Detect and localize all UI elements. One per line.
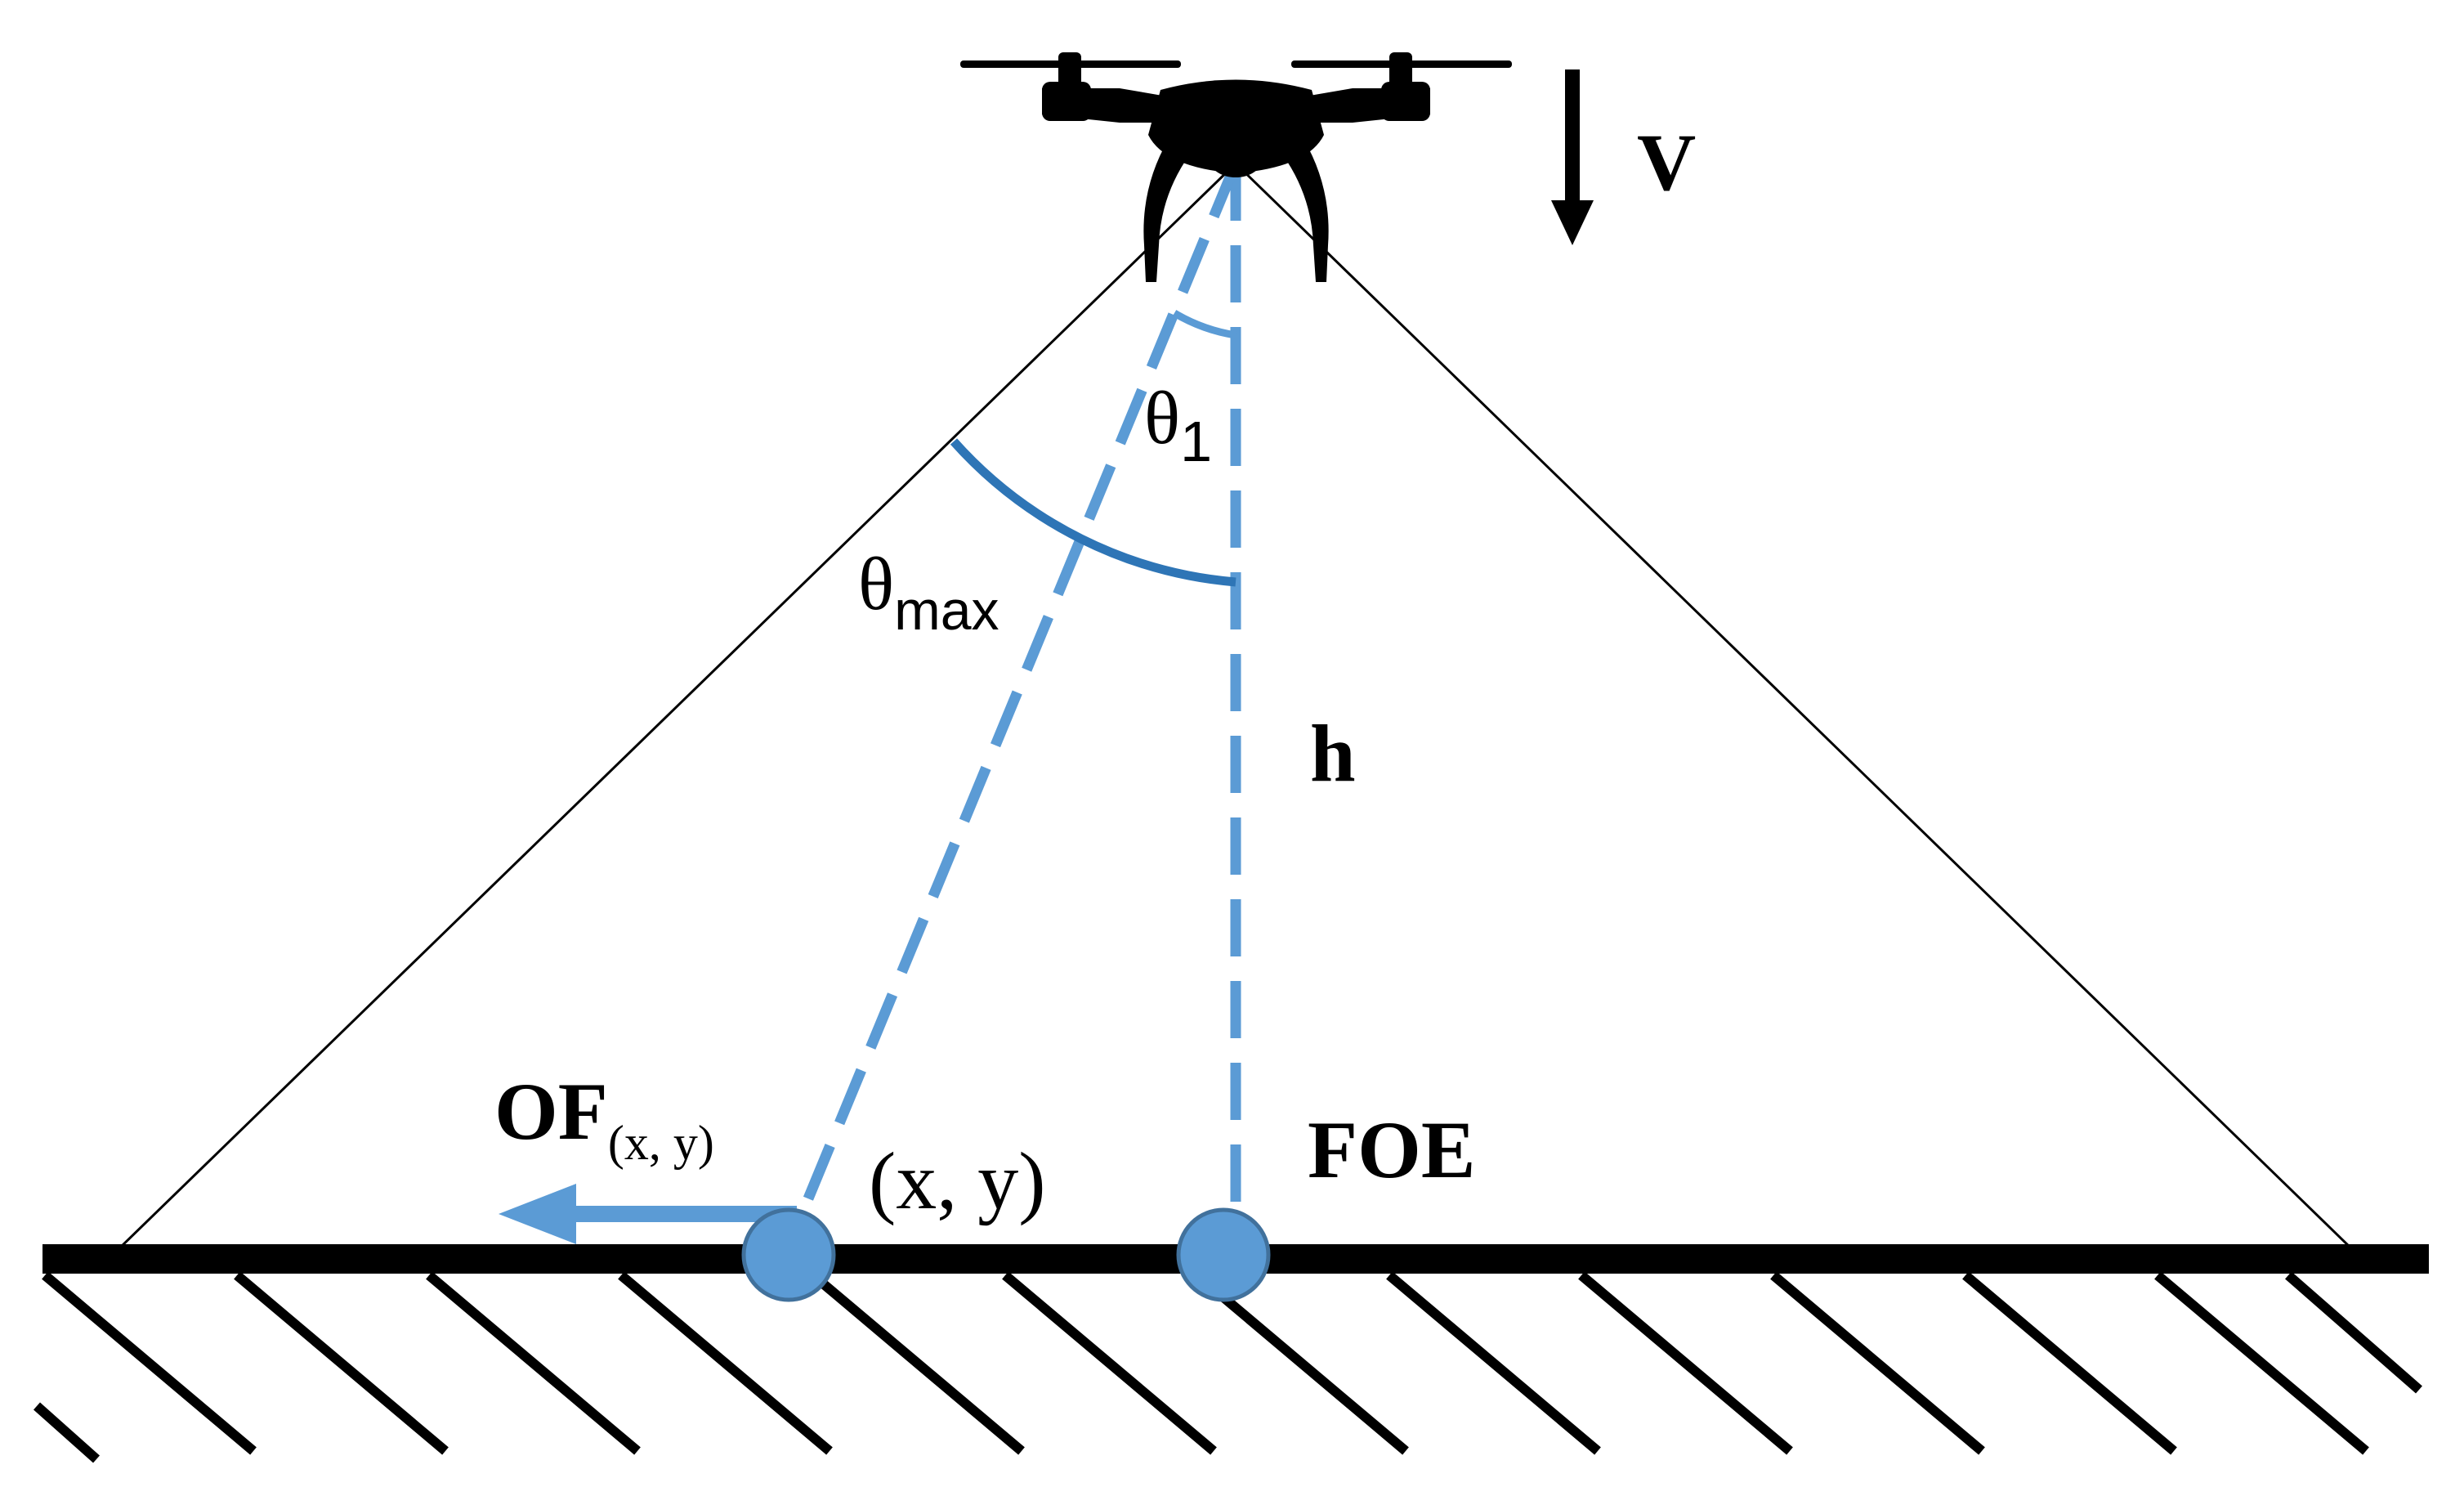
thetamax-label: θmax (858, 542, 999, 642)
thetamax-arc (950, 438, 1236, 587)
optical-flow-arrow (499, 1184, 797, 1244)
fov-right-edge (1234, 162, 2354, 1251)
foe-point-marker (1176, 1207, 1271, 1302)
quadcopter-drone-icon (960, 52, 1512, 282)
arrow-down-icon (1551, 69, 1594, 245)
arrow-left-icon (499, 1184, 576, 1244)
velocity-label: V (1637, 117, 1696, 208)
view-ray-dashed-line (791, 161, 1241, 1229)
fov-left-edge (117, 162, 1237, 1251)
theta1-label: θ1 (1144, 376, 1212, 473)
field-of-view-cone (117, 162, 2354, 1251)
point-xy-marker (741, 1207, 836, 1302)
foe-label: FOE (1308, 1104, 1476, 1195)
optical-flow-label: OF(x, y) (494, 1066, 714, 1170)
point-xy-label: (x, y) (869, 1135, 1046, 1226)
height-label: h (1310, 708, 1356, 799)
ground-hatching (34, 1271, 2422, 1463)
theta1-arc (1172, 310, 1236, 339)
